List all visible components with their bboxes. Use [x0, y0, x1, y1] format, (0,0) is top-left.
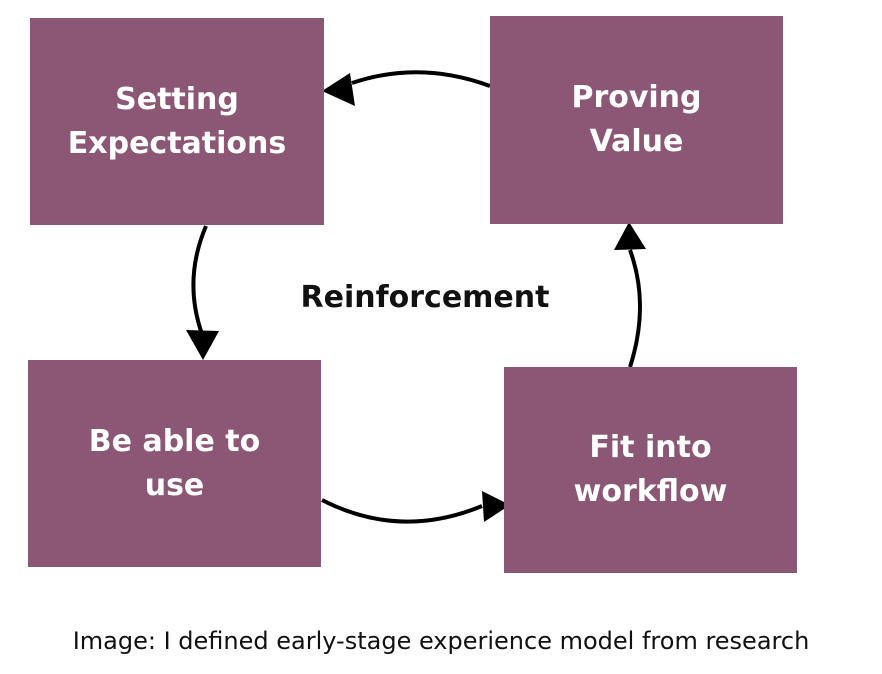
image-caption: Image: I defined early-stage experience … — [72, 627, 810, 655]
fit-into-workflow-box: Fit into workflow — [504, 367, 797, 573]
arrowhead-use — [186, 330, 219, 360]
arrowhead-setting — [322, 73, 355, 106]
fit-into-workflow-label: Fit into workflow — [573, 430, 728, 509]
arrow-fit-to-proving — [628, 249, 642, 368]
reinforcement-label: Reinforcement — [300, 280, 550, 315]
proving-value-box: Proving Value — [490, 16, 783, 224]
arrowhead-proving — [614, 222, 646, 250]
arrow-use-to-fit — [321, 498, 483, 524]
arrow-setting-to-use — [191, 225, 208, 335]
be-able-to-use-label: Be able to use — [88, 423, 261, 503]
be-able-to-use-box: Be able to use — [28, 360, 321, 567]
proving-value-label: Proving Value — [571, 80, 702, 159]
setting-expectations-label: Setting Expectations — [67, 81, 287, 161]
setting-expectations-box: Setting Expectations — [30, 18, 324, 225]
arrow-proving-to-setting — [351, 70, 491, 88]
